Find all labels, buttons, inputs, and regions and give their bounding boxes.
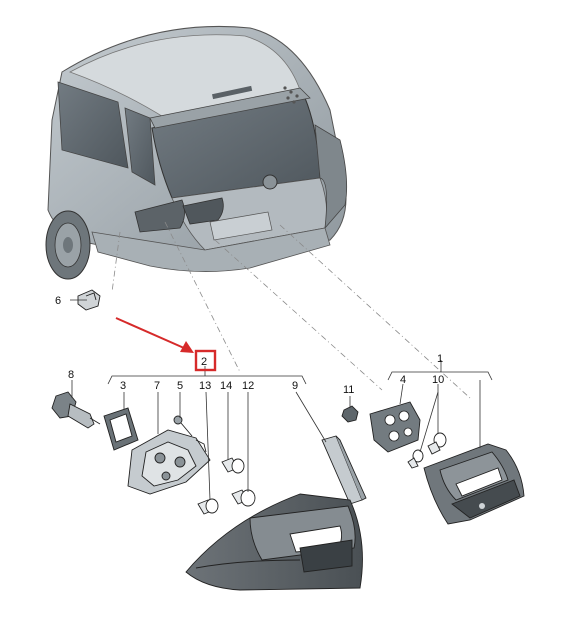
callout-6: 6 <box>55 295 61 307</box>
part-9-seal-strip <box>321 435 367 505</box>
bulb-12 <box>231 489 256 507</box>
callout-5: 5 <box>177 380 183 392</box>
part-11-nut <box>341 405 359 423</box>
callout-14: 14 <box>220 380 232 392</box>
callout-13: 13 <box>199 380 211 392</box>
callout-11: 11 <box>343 384 354 396</box>
callout-4: 4 <box>400 374 406 386</box>
callout-labels: 1 2 3 4 5 6 7 8 9 10 11 12 13 14 <box>55 295 444 396</box>
callout-3: 3 <box>120 380 126 392</box>
bulbs-10 <box>407 432 447 469</box>
part-8-connector <box>51 391 101 429</box>
part-6-clip <box>77 289 101 311</box>
callout-1: 1 <box>437 353 443 365</box>
part-7-bulb-carrier <box>127 429 211 495</box>
callout-8: 8 <box>68 369 74 381</box>
bulb-14 <box>221 457 245 474</box>
bulbs <box>197 457 256 515</box>
part-4-gasket <box>369 401 421 453</box>
left-tail-lamp <box>185 493 363 591</box>
callout-10: 10 <box>432 374 444 386</box>
part-3-gasket <box>103 407 139 451</box>
leader-lines <box>70 299 493 501</box>
car-rear-view <box>45 25 348 280</box>
projection-lines <box>111 221 471 399</box>
callout-2: 2 <box>201 356 207 368</box>
callout-9: 9 <box>292 380 298 392</box>
callout-12: 12 <box>242 380 254 392</box>
callout-7: 7 <box>154 380 160 392</box>
right-tail-lamp <box>423 443 525 525</box>
bulb-13 <box>197 498 219 515</box>
highlight-arrow <box>115 317 217 372</box>
